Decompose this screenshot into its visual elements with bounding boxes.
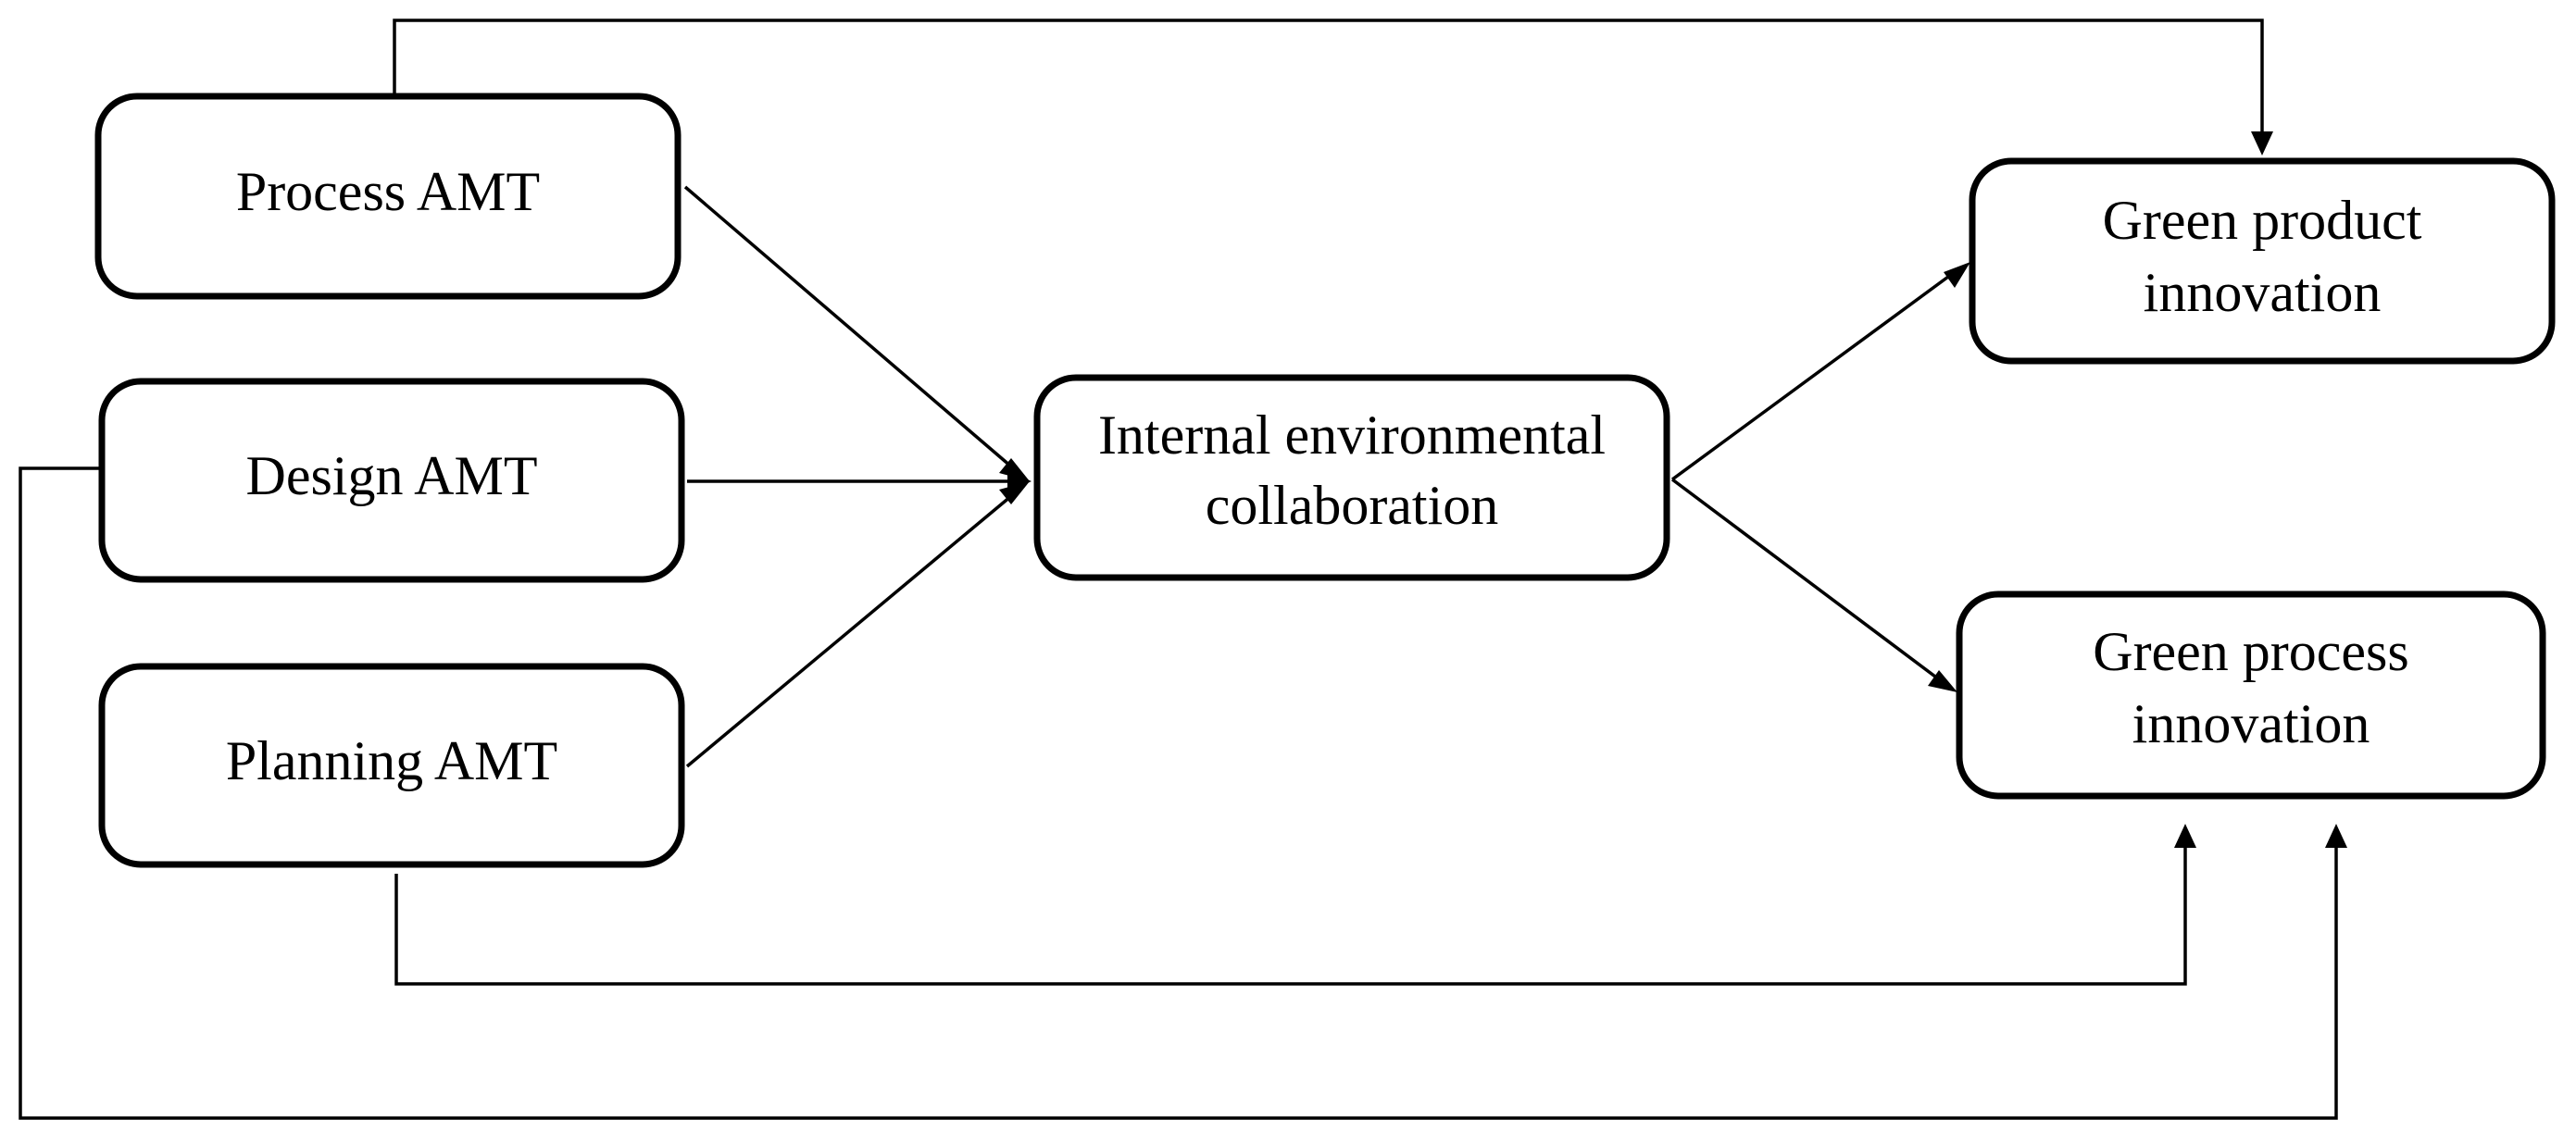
edge-process-to-green-product xyxy=(393,19,2264,135)
node-box xyxy=(1033,374,1670,581)
edge-collaboration-to-green-process xyxy=(1670,478,1937,678)
edge-process-to-collaboration xyxy=(683,185,1013,468)
node-box xyxy=(1956,591,2546,800)
node-green-product-innovation: Green product innovation xyxy=(1969,157,2556,365)
node-label-line-1: Internal environmental xyxy=(1098,404,1606,466)
node-label-line-1: Green product xyxy=(2103,190,2422,251)
node-box xyxy=(98,663,685,868)
edges-layer xyxy=(19,19,2347,1120)
arrowhead-collaboration-to-green-process xyxy=(1928,670,1957,692)
node-box xyxy=(98,378,685,583)
node-label: Planning AMT xyxy=(226,730,557,791)
node-box xyxy=(1969,157,2556,365)
node-design-amt: Design AMT xyxy=(98,378,685,583)
edge-collaboration-to-green-product xyxy=(1670,275,1950,481)
node-process-amt: Process AMT xyxy=(94,93,682,300)
node-planning-amt: Planning AMT xyxy=(98,663,685,868)
arrowhead-process-to-green-product xyxy=(2251,131,2273,155)
node-label: Design AMT xyxy=(246,445,538,506)
edge-design-to-green-process xyxy=(19,466,2338,1120)
node-label-line-1: Green process xyxy=(2093,621,2409,682)
arrowhead-process-to-collaboration xyxy=(999,458,1030,481)
edge-planning-to-green-process xyxy=(394,846,2187,986)
node-box xyxy=(94,93,682,300)
arrowhead-design-to-green-process xyxy=(2325,824,2347,848)
arrowhead-planning-to-collaboration xyxy=(999,481,1030,504)
arrowhead-planning-to-green-process xyxy=(2174,824,2196,848)
arrowhead-collaboration-to-green-product xyxy=(1944,262,1970,288)
node-label-line-2: innovation xyxy=(2144,262,2382,323)
node-internal-environmental-collaboration: Internal environmental collaboration xyxy=(1033,374,1670,581)
node-green-process-innovation: Green process innovation xyxy=(1956,591,2546,800)
edge-planning-to-collaboration xyxy=(685,494,1013,768)
node-label-line-2: innovation xyxy=(2132,693,2370,754)
node-label: Process AMT xyxy=(236,161,540,222)
node-label-line-2: collaboration xyxy=(1206,475,1499,536)
